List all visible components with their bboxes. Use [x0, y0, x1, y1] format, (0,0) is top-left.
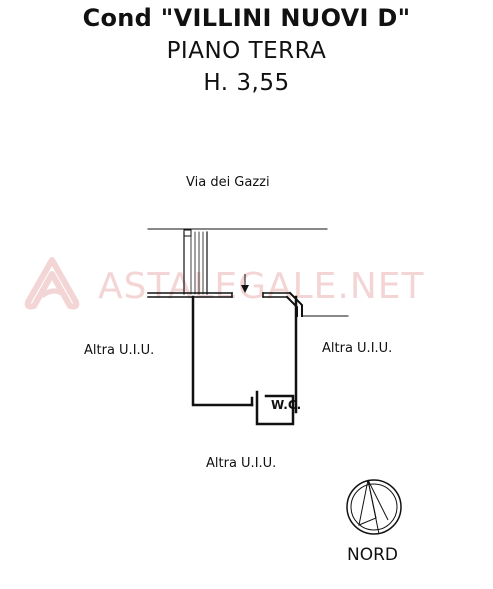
- neighbor-unit-left: Altra U.I.U.: [84, 343, 155, 358]
- compass-icon: [346, 479, 402, 535]
- astalegale-logo-icon: [24, 257, 80, 310]
- neighbor-unit-bottom: Altra U.I.U.: [206, 456, 277, 471]
- access-corridor: [183, 229, 208, 295]
- floor-label: PIANO TERRA: [166, 38, 327, 64]
- room-walls: [191, 295, 298, 426]
- neighbor-unit-right: Altra U.I.U.: [322, 341, 393, 356]
- north-label: NORD: [347, 545, 398, 565]
- building-name: Cond "VILLINI NUOVI D": [82, 4, 411, 32]
- height-label: H. 3,55: [203, 70, 290, 96]
- street-name: Via dei Gazzi: [186, 175, 270, 190]
- front-wall: [147, 291, 349, 317]
- wc-label: W.C.: [271, 398, 302, 412]
- down-arrow-icon: [241, 274, 249, 293]
- watermark-text: ASTALEGALE.NET: [98, 266, 425, 307]
